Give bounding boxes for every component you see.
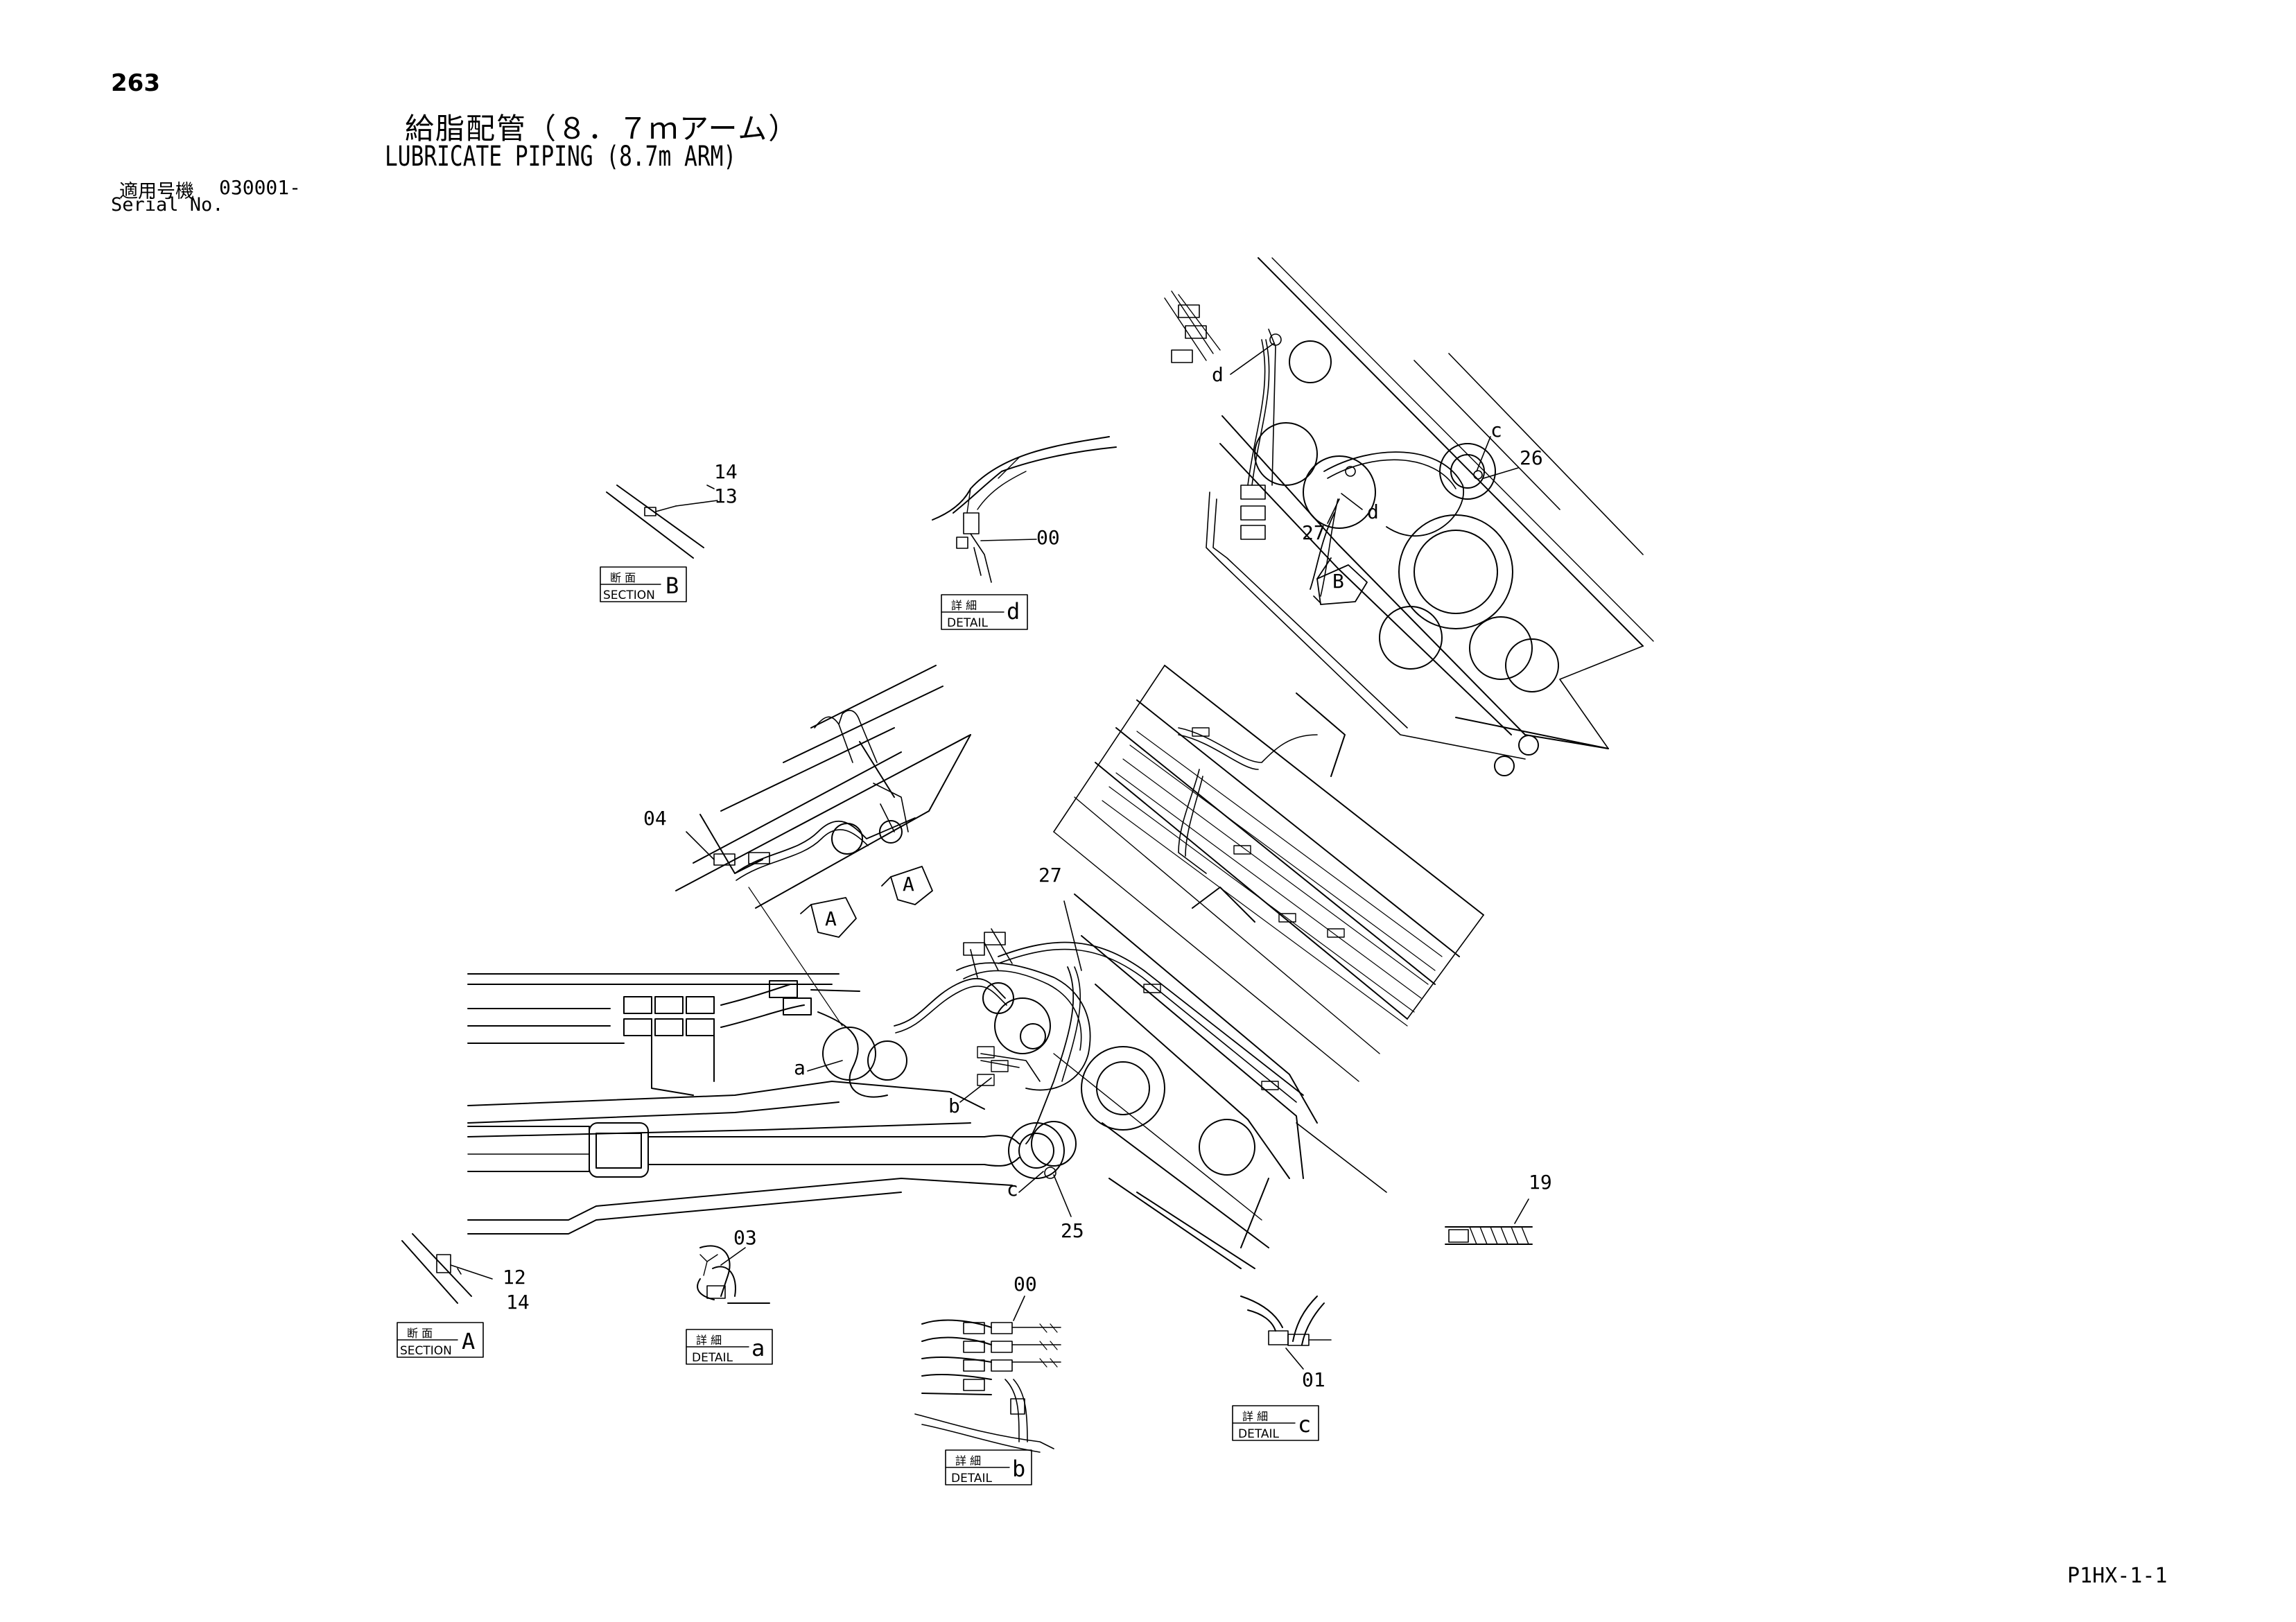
part-19-hose bbox=[1445, 1198, 1533, 1245]
arm-cylinder-assembly bbox=[467, 900, 1091, 1235]
detail-c-label-en: DETAIL bbox=[1238, 1427, 1280, 1441]
callout-01: 01 bbox=[1302, 1368, 1325, 1391]
callout-25: 25 bbox=[1061, 1219, 1084, 1242]
detail-b-label-ja: 詳 細 bbox=[955, 1454, 981, 1467]
drawing-code: P1HX-1-1 bbox=[2067, 1564, 2168, 1588]
callout-12: 12 bbox=[503, 1266, 526, 1289]
view-label-boxes: 断 面 SECTION B 詳 細 DETAIL d 断 面 SECTION A… bbox=[400, 571, 1311, 1485]
callout-c: c bbox=[1007, 1178, 1018, 1201]
detail-d-letter: d bbox=[1007, 598, 1020, 625]
detail-a-view bbox=[686, 1245, 773, 1365]
title-japanese: 給脂配管（８．７ｍアーム） bbox=[405, 112, 799, 146]
detail-c-view bbox=[1232, 1296, 1332, 1441]
view-arrow-b: B bbox=[1332, 570, 1344, 593]
view-arrow-a-left: A bbox=[825, 907, 837, 930]
callout-d-mid: d bbox=[1367, 500, 1379, 523]
detail-c-letter: c bbox=[1298, 1411, 1311, 1438]
callout-d-top: d bbox=[1212, 363, 1224, 386]
view-arrow-a-right: A bbox=[903, 873, 914, 896]
callout-04: 04 bbox=[643, 807, 667, 830]
callout-14-bottom: 14 bbox=[506, 1291, 530, 1314]
arm-boom-structure bbox=[982, 665, 1484, 1269]
detail-a-label-ja: 詳 細 bbox=[696, 1334, 722, 1347]
detail-b-view bbox=[914, 1296, 1061, 1485]
callout-b: b bbox=[948, 1095, 960, 1117]
detail-b-letter: b bbox=[1012, 1456, 1025, 1482]
arm-end-assembly bbox=[1164, 257, 1654, 776]
detail-a-label-en: DETAIL bbox=[692, 1351, 733, 1365]
section-a-view bbox=[397, 1233, 493, 1358]
callout-26: 26 bbox=[1520, 446, 1543, 469]
callout-27-mid: 27 bbox=[1038, 864, 1062, 887]
section-b-view bbox=[600, 485, 718, 602]
callout-00-detail-b: 00 bbox=[1014, 1273, 1037, 1296]
section-b-letter: B bbox=[666, 573, 679, 599]
arm-upper-piece bbox=[675, 665, 971, 1027]
detail-a-letter: a bbox=[751, 1335, 765, 1361]
serial-value: 030001- bbox=[219, 176, 302, 199]
callout-13: 13 bbox=[714, 485, 738, 507]
page-number: 263 bbox=[111, 69, 160, 97]
callout-00-detail-d: 00 bbox=[1036, 526, 1060, 549]
callout-03: 03 bbox=[733, 1226, 757, 1249]
detail-d-label-ja: 詳 細 bbox=[951, 599, 977, 612]
callout-labels: 14 13 00 d c 26 d 27 B 04 A A 27 a b c 2… bbox=[503, 363, 1552, 1391]
callout-14-top: 14 bbox=[714, 460, 738, 483]
callout-19: 19 bbox=[1529, 1171, 1552, 1194]
callout-a: a bbox=[794, 1056, 806, 1079]
detail-b-label-en: DETAIL bbox=[951, 1472, 993, 1485]
detail-d-view bbox=[932, 436, 1117, 630]
section-a-label-ja: 断 面 bbox=[407, 1327, 433, 1340]
callout-c-top: c bbox=[1490, 419, 1502, 442]
section-b-label-en: SECTION bbox=[603, 588, 655, 602]
section-a-letter: A bbox=[462, 1328, 475, 1354]
serial-label-english: Serial No. bbox=[111, 194, 224, 216]
serial-label-japanese: 適用号機 bbox=[119, 181, 194, 202]
callout-27-top: 27 bbox=[1302, 521, 1325, 544]
title-english: LUBRICATE PIPING (8.7m ARM) bbox=[385, 141, 737, 173]
detail-c-label-ja: 詳 細 bbox=[1242, 1410, 1268, 1423]
detail-d-label-en: DETAIL bbox=[947, 616, 989, 630]
section-a-label-en: SECTION bbox=[400, 1344, 452, 1358]
section-b-label-ja: 断 面 bbox=[610, 571, 636, 584]
